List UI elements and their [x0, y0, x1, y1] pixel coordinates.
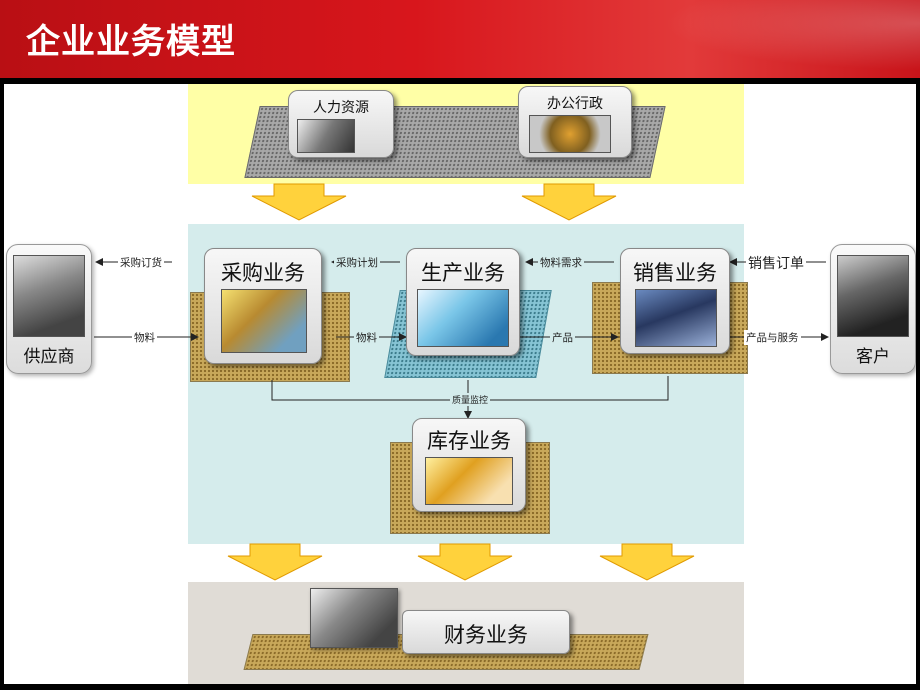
purchasing-card: 采购业务	[204, 248, 322, 364]
edge-product-service: 产品与服务	[744, 330, 801, 345]
inventory-photo	[425, 457, 513, 505]
title-bar: 企业业务模型	[0, 0, 920, 78]
edge-materials-in: 物料	[132, 330, 157, 345]
page-title: 企业业务模型	[26, 22, 236, 62]
production-card: 生产业务	[406, 248, 520, 356]
finance-photo	[310, 588, 398, 648]
supplier-label: 供应商	[23, 347, 75, 367]
production-photo	[417, 289, 509, 347]
supplier-photo	[13, 255, 85, 337]
hr-label: 人力资源	[313, 100, 369, 116]
sales-photo	[635, 289, 717, 347]
edge-quality-control: 质量监控	[450, 393, 491, 406]
purchasing-photo	[221, 289, 307, 353]
admin-label: 办公行政	[547, 96, 603, 112]
hr-photo	[297, 119, 355, 153]
sales-label: 销售业务	[633, 261, 717, 285]
edge-material-demand: 物料需求	[538, 255, 584, 270]
inventory-card: 库存业务	[412, 418, 526, 512]
inventory-label: 库存业务	[427, 429, 511, 453]
edge-purchase-plan: 采购计划	[334, 255, 380, 270]
purchasing-label: 采购业务	[221, 261, 305, 285]
edge-sales-order: 销售订单	[746, 253, 806, 273]
hr-card: 人力资源	[288, 90, 394, 158]
admin-photo	[529, 115, 611, 153]
diagram-canvas: 人力资源 办公行政 供应商 客户	[4, 84, 916, 684]
finance-card: 财务业务	[402, 610, 570, 654]
connector-lines	[94, 183, 829, 581]
admin-card: 办公行政	[518, 86, 632, 158]
sales-card: 销售业务	[620, 248, 730, 354]
customer-card: 客户	[830, 244, 916, 374]
finance-label: 财务业务	[444, 623, 528, 647]
supplier-card: 供应商	[6, 244, 92, 374]
customer-label: 客户	[856, 347, 890, 367]
header-swoosh	[620, 0, 920, 78]
edge-purchase-order: 采购订货	[118, 255, 164, 270]
edge-materials-mid: 物料	[354, 330, 379, 345]
customer-photo	[837, 255, 909, 337]
edge-product: 产品	[550, 330, 575, 345]
production-label: 生产业务	[421, 261, 505, 285]
